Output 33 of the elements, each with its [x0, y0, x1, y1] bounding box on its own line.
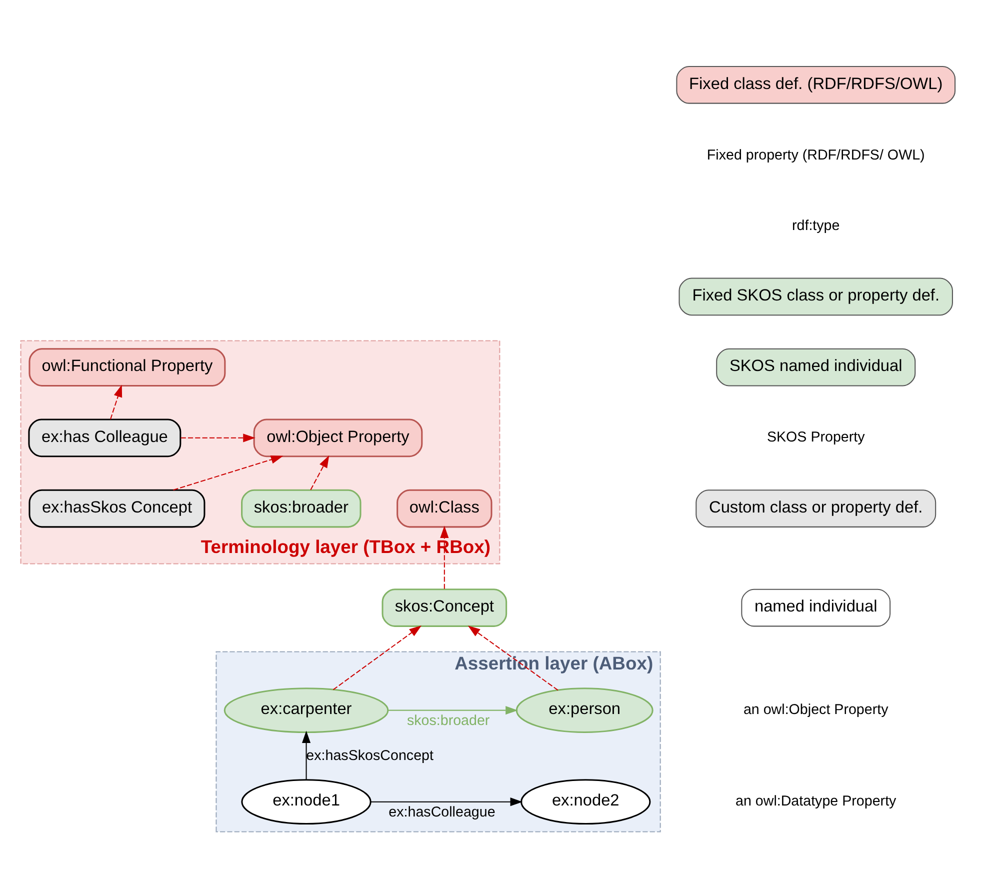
legend-label: Fixed property (RDF/RDFS/ OWL) — [706, 146, 925, 163]
arrow — [388, 706, 518, 714]
arrow — [332, 624, 422, 690]
node-box: skos:broader — [241, 488, 362, 528]
arrow — [440, 525, 449, 588]
edge-label: ex:hasColleague — [388, 804, 496, 820]
node-box: ex:has Colleague — [28, 418, 182, 457]
legend-label: rdf:type — [792, 217, 840, 234]
node-box: owl:Class — [396, 488, 492, 528]
node-box: skos:Concept — [382, 588, 508, 626]
arrow — [180, 433, 256, 442]
arrow — [370, 797, 523, 806]
arrow — [302, 730, 311, 780]
legend-label: SKOS named individual — [729, 356, 902, 375]
node-box: ex:hasSkos Concept — [28, 488, 206, 528]
legend-label: SKOS Property — [766, 429, 865, 446]
legend-label: Custom class or property def. — [709, 498, 923, 516]
legend-label: named individual — [754, 597, 878, 616]
legend-label: Fixed SKOS class or property def. — [692, 286, 940, 304]
node-ellipse: ex:carpenter — [224, 687, 389, 733]
arrow — [173, 454, 284, 490]
node-ellipse: ex:person — [516, 687, 654, 733]
node-box: owl:Object Property — [253, 418, 423, 457]
node-box: owl:Functional Property — [28, 348, 226, 386]
legend-label: an owl:Object Property — [743, 702, 888, 718]
edge-label: skos:broader — [406, 712, 490, 728]
arrow — [468, 625, 558, 690]
legend-label: Fixed class def. (RDF/RDFS/OWL) — [689, 74, 943, 92]
arrow — [310, 454, 330, 490]
arrow — [110, 384, 122, 419]
node-ellipse: ex:node1 — [241, 778, 372, 824]
legend-label: an owl:Datatype Property — [736, 793, 896, 810]
node-ellipse: ex:node2 — [520, 778, 651, 824]
